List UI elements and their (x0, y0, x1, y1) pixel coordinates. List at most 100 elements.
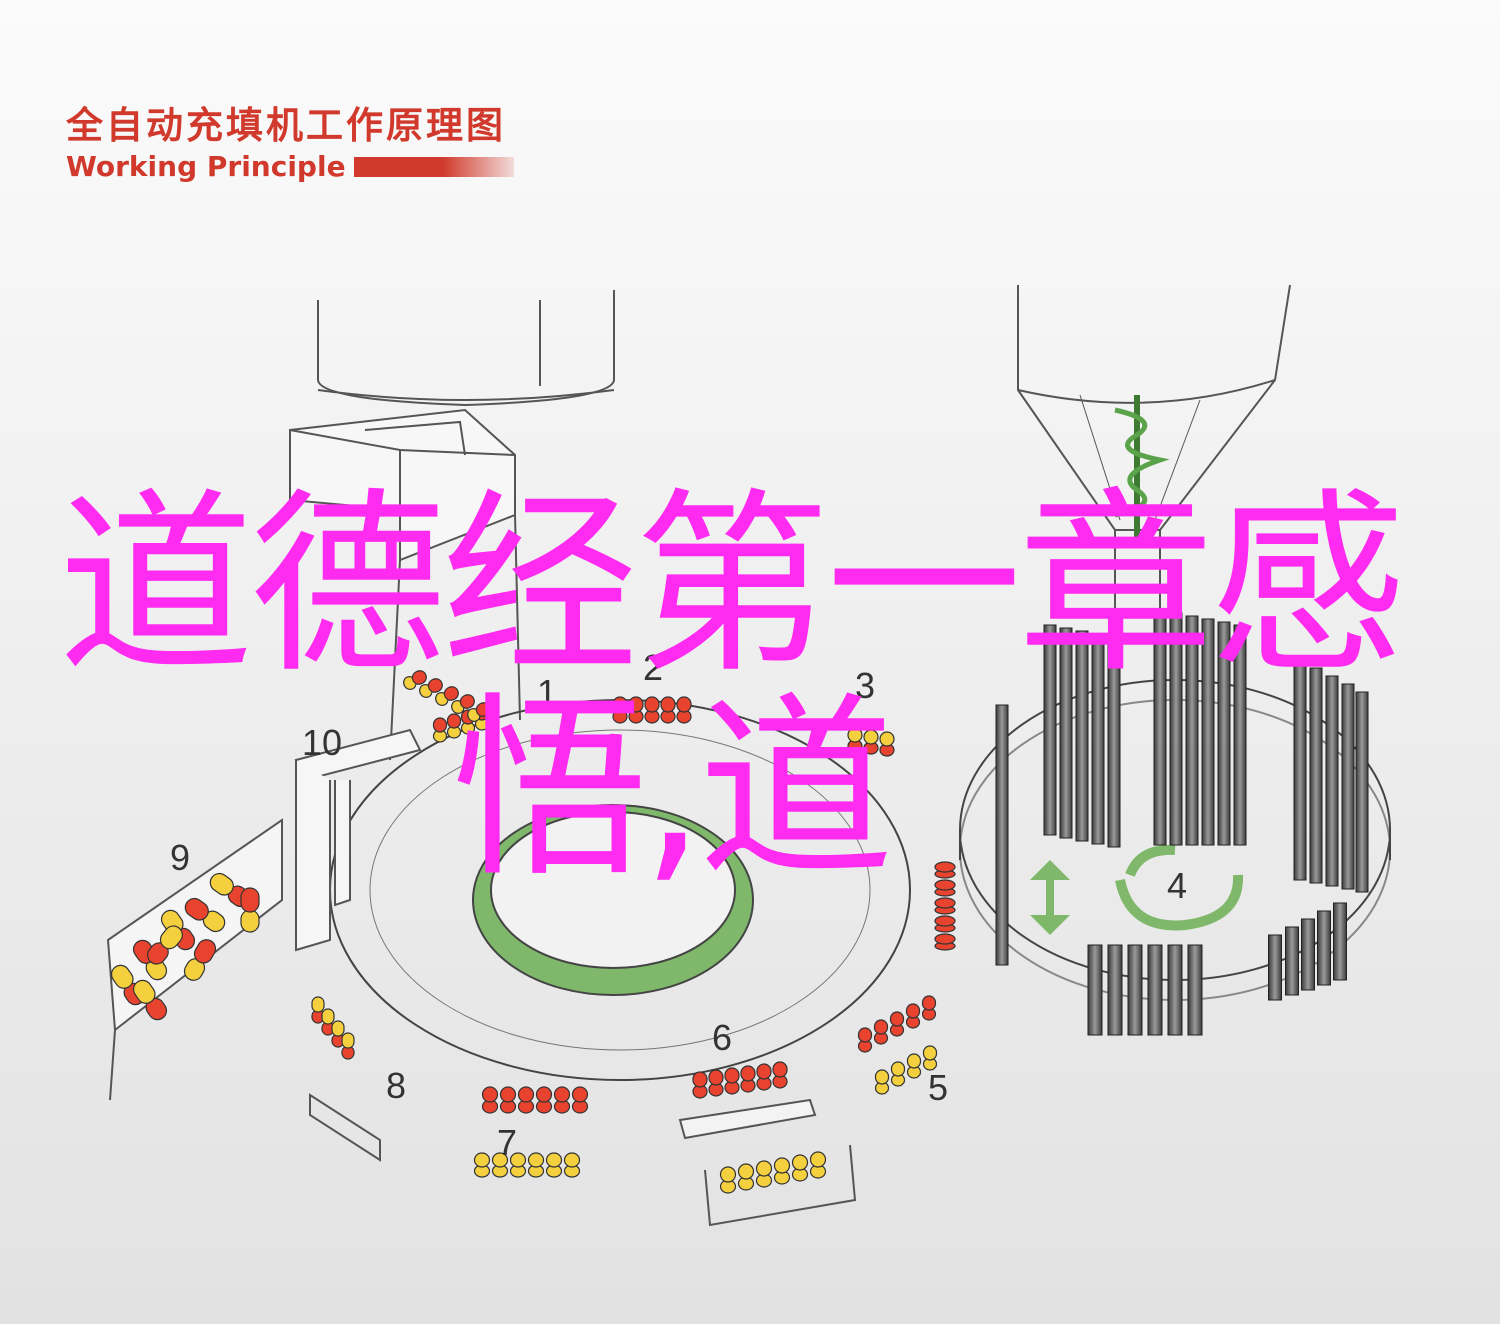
capsule (740, 1065, 756, 1093)
capsule (719, 1166, 737, 1194)
capsule (481, 1086, 499, 1114)
capsule (446, 713, 462, 739)
capsule (863, 729, 879, 755)
capsule (553, 1086, 571, 1114)
capsule (874, 1069, 890, 1095)
capsule (491, 1152, 509, 1178)
diagram-header: 全自动充填机工作原理图 Working Principle (66, 104, 556, 183)
capsule (435, 686, 459, 706)
dosing-rod (1169, 612, 1183, 846)
capsule (571, 1086, 589, 1114)
ejection-rack (309, 1093, 381, 1162)
dosing-rod (1091, 633, 1105, 845)
dosing-rod (1341, 683, 1355, 890)
capsule (724, 1067, 740, 1095)
capsule (772, 1061, 788, 1089)
auger-spiral (1114, 395, 1170, 540)
dosing-rod (1075, 630, 1089, 842)
callout-6: 6 (712, 1017, 732, 1058)
output-chute (678, 1098, 857, 1227)
capsule (934, 897, 956, 915)
capsule (905, 1003, 921, 1029)
capsule (535, 1086, 553, 1114)
dosing-rod (1317, 910, 1331, 986)
capsule (499, 1086, 517, 1114)
callout-1: 1 (537, 672, 557, 713)
capsule (473, 1152, 491, 1178)
hopper-machine (289, 290, 615, 761)
capsule (889, 1011, 905, 1037)
capsule (660, 696, 676, 724)
capsule (612, 696, 628, 724)
dosing-rod (1355, 691, 1369, 893)
callout-10: 10 (302, 722, 342, 763)
capsule (628, 696, 644, 724)
capsule (890, 1061, 906, 1087)
capsule (857, 1027, 873, 1053)
capsule (311, 996, 325, 1024)
callout-7: 7 (497, 1122, 517, 1163)
dosing-rod (1087, 944, 1103, 1036)
dosing-rod (1293, 659, 1307, 881)
capsule (934, 879, 956, 897)
capsule (184, 897, 226, 933)
capsule (934, 933, 956, 951)
dosing-rod (1107, 944, 1123, 1036)
dosing-rod (1301, 918, 1315, 991)
capsule (509, 1152, 527, 1178)
capsule (879, 731, 895, 757)
capsule (644, 696, 660, 724)
capsule (403, 670, 427, 690)
dosing-rod (1147, 944, 1163, 1036)
header-title-cn: 全自动充填机工作原理图 (66, 104, 506, 147)
rotation-arrow-icon (1030, 844, 1244, 935)
dosing-rod (1043, 624, 1057, 836)
capsule (809, 1151, 827, 1179)
capsule (676, 696, 692, 724)
capsule (755, 1160, 773, 1188)
overlay-text-line1: 道德经第一章感 (58, 472, 1406, 700)
callout-4: 4 (1167, 865, 1187, 906)
dosing-rod (1217, 621, 1231, 846)
capsule (341, 1032, 355, 1060)
dosing-rod (1059, 627, 1073, 839)
dosing-rod (1153, 609, 1167, 846)
dosing-rod (995, 704, 1009, 966)
dosing-rods (995, 609, 1369, 1036)
capsule (467, 702, 491, 722)
capsule (756, 1063, 772, 1091)
dosing-rod (1127, 944, 1143, 1036)
dosing-rod (1185, 615, 1199, 846)
capsule (451, 694, 475, 714)
dosing-rod (1309, 667, 1323, 884)
header-accent-bar (353, 156, 514, 177)
capsule (934, 915, 956, 933)
capsule (240, 887, 260, 933)
dosing-rod (1201, 618, 1215, 846)
dosing-rod (1285, 926, 1299, 996)
header-title-en: Working Principle (66, 150, 346, 183)
callout-3: 3 (855, 665, 875, 706)
callout-2: 2 (643, 647, 663, 688)
capsule (922, 1045, 938, 1071)
capsule (934, 861, 956, 879)
callout-labels: 1 2 3 4 5 6 7 8 9 10 (170, 647, 1187, 1163)
capsule (527, 1152, 545, 1178)
capsule (132, 979, 168, 1021)
dosing-rod (1167, 944, 1183, 1036)
capsule (906, 1053, 922, 1079)
capsule (847, 727, 863, 753)
capsule (692, 1071, 708, 1099)
capsule (773, 1157, 791, 1185)
callout-5: 5 (928, 1067, 948, 1108)
capsule (147, 925, 183, 965)
dosing-rod (1187, 944, 1203, 1036)
dosing-rod (1325, 675, 1339, 887)
turntable (329, 699, 911, 1081)
callout-8: 8 (386, 1065, 406, 1106)
capsule (708, 1069, 724, 1097)
dosing-rod (1107, 636, 1121, 848)
callout-9: 9 (170, 837, 190, 878)
overlay-text-line2: 悟,道 (452, 676, 894, 904)
